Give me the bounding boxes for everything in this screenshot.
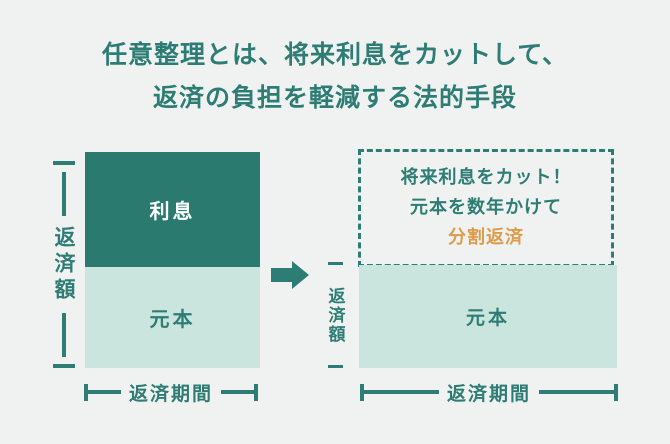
before-amount-axis-label: 返済額 [52,225,76,304]
before-stacked-bar: 利息 元本 [85,152,260,368]
future-interest-cut-callout: 将来利息をカット！ 元本を数年かけて 分割返済 [358,149,614,267]
page-title: 任意整理とは、将来利息をカットして、 返済の負担を軽減する法的手段 [0,33,670,119]
axis-cap-top [327,262,343,265]
axis-line [88,390,121,394]
title-line-1: 任意整理とは、将来利息をカットして、 [101,40,568,69]
principal-segment: 元本 [85,267,260,368]
axis-line [539,390,615,394]
interest-segment-label: 利息 [149,199,196,223]
axis-cap-top [53,161,75,165]
callout-line-2: 元本を数年かけて [410,197,562,218]
after-amount-axis-label: 返済額 [324,286,345,344]
axis-endcap-left [360,383,364,401]
after-principal-bar: 元本 [359,265,617,368]
before-amount-axis-bracket: 返済額 [46,161,82,368]
axis-line [221,390,255,394]
axis-line [364,390,439,394]
axis-endcap-right [254,383,259,401]
title-line-2: 返済の負担を軽減する法的手段 [152,83,517,112]
after-period-axis-label: 返済期間 [447,382,532,405]
after-principal-label: 元本 [465,307,510,329]
callout-line-1: 将来利息をカット！ [400,167,572,188]
callout-line-3-highlight: 分割返済 [448,227,524,248]
transform-right-arrow-icon [271,261,309,289]
principal-segment-label: 元本 [149,307,196,331]
interest-segment: 利息 [85,152,260,267]
axis-endcap-left [84,383,88,401]
axis-stem [62,172,66,217]
axis-endcap-right [614,383,619,401]
before-period-axis-bracket: 返済期間 [84,383,259,405]
axis-cap-bottom [53,364,75,368]
axis-stem [62,312,66,357]
before-period-axis-label: 返済期間 [129,382,214,405]
after-period-axis-bracket: 返済期間 [360,383,619,405]
after-amount-axis-bracket: 返済額 [320,262,350,368]
axis-cap-bottom [327,365,343,368]
